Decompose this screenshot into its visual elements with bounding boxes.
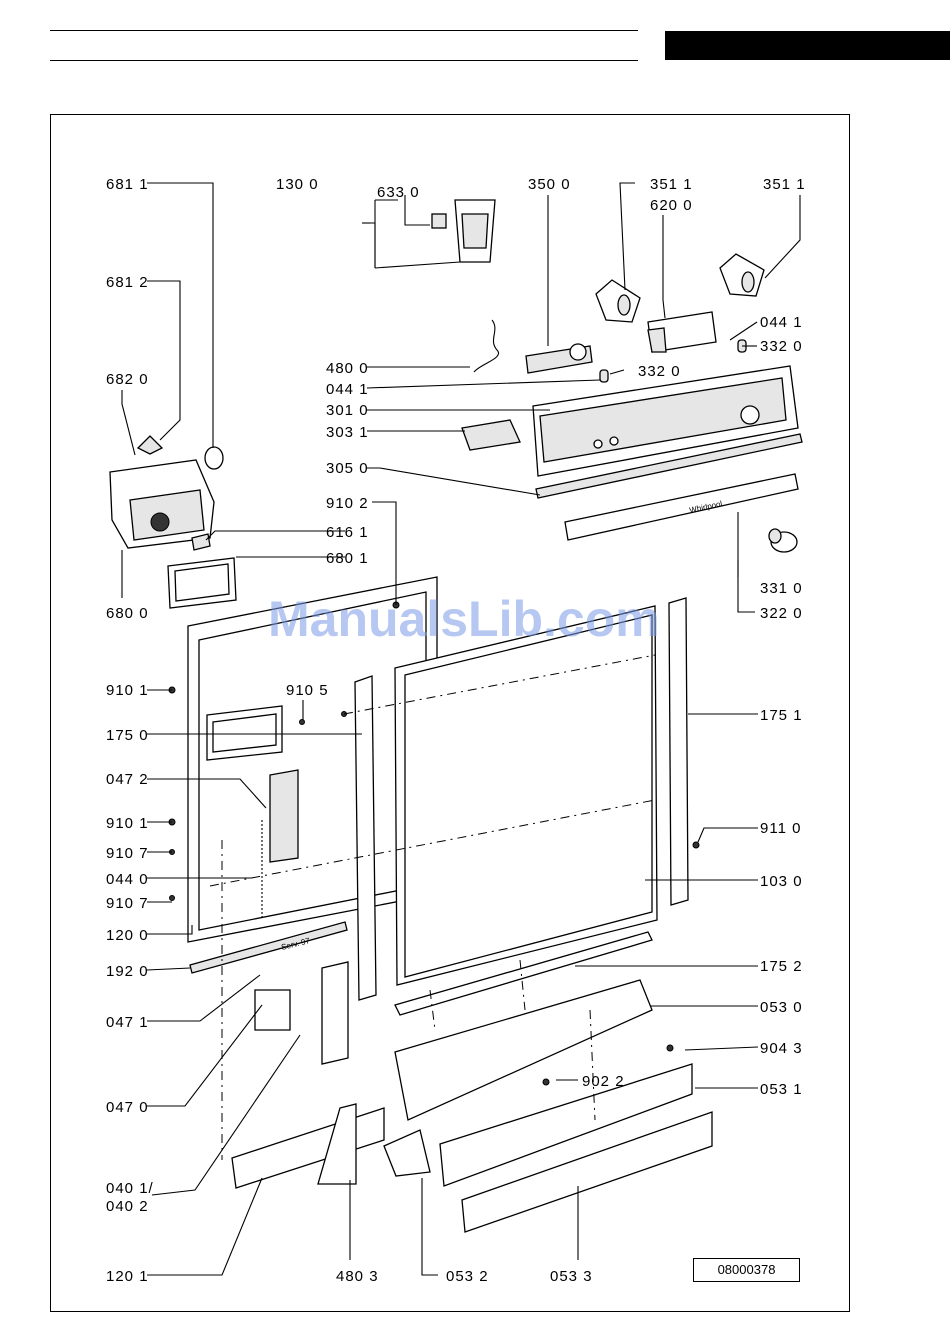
part-labels: 681 1 130 0 633 0 350 0 351 1 620 0 351 …	[106, 176, 806, 1285]
label-044-0: 044 0	[106, 871, 149, 888]
header-rule-top	[50, 30, 638, 31]
bottom-seal	[394, 931, 653, 1016]
dispenser-plug	[204, 446, 224, 470]
label-040-2: 040 2	[106, 1198, 149, 1215]
mounting-bracket	[317, 1103, 357, 1185]
label-332-0-a: 332 0	[760, 338, 803, 355]
detergent-dispenser	[109, 459, 215, 549]
label-911-0: 911 0	[760, 820, 801, 837]
diagram-frame	[50, 114, 850, 1312]
door-latch	[431, 199, 496, 263]
label-904-3: 904 3	[760, 1040, 803, 1057]
label-120-0: 120 0	[106, 927, 149, 944]
dispenser-clip	[191, 533, 211, 551]
drawing-code-box: 08000378	[693, 1258, 800, 1282]
electronic-board	[647, 311, 717, 353]
switch-detail-b	[719, 253, 765, 297]
label-633-0: 633 0	[377, 184, 420, 201]
label-680-1: 680 1	[326, 550, 369, 567]
drawing-code: 08000378	[717, 1262, 776, 1277]
label-175-0: 175 0	[106, 727, 149, 744]
label-301-0: 301 0	[326, 402, 369, 419]
leader-lines	[121, 182, 801, 1276]
label-682-0: 682 0	[106, 371, 149, 388]
label-044-1-a: 044 1	[760, 314, 803, 331]
label-303-1: 303 1	[326, 424, 369, 441]
label-047-1: 047 1	[106, 1014, 149, 1031]
switch-detail-a	[595, 279, 641, 323]
toe-kick-lower	[461, 1111, 713, 1233]
label-305-0: 305 0	[326, 460, 369, 477]
label-053-3: 053 3	[550, 1268, 593, 1285]
bottom-profile	[189, 921, 348, 974]
label-047-0: 047 0	[106, 1099, 149, 1116]
label-902-2: 902 2	[582, 1073, 625, 1090]
label-175-2: 175 2	[760, 958, 803, 975]
label-910-1-a: 910 1	[106, 682, 149, 699]
label-350-0: 350 0	[528, 176, 571, 193]
label-040-1: 040 1/	[106, 1180, 154, 1197]
label-130-0: 130 0	[276, 176, 319, 193]
label-331-0: 331 0	[760, 580, 803, 597]
outer-door-panel	[394, 605, 658, 986]
label-681-2: 681 2	[106, 274, 149, 291]
wire-harness	[473, 319, 500, 373]
label-620-0: 620 0	[650, 197, 693, 214]
hinge-bracket	[254, 989, 291, 1031]
handle	[461, 419, 521, 451]
label-351-1-a: 351 1	[650, 176, 693, 193]
label-910-1-b: 910 1	[106, 815, 149, 832]
side-bracket	[383, 1129, 431, 1177]
label-053-1: 053 1	[760, 1081, 803, 1098]
dispenser-gasket	[167, 557, 237, 609]
dispenser-cover-piece	[136, 435, 164, 455]
control-panel	[532, 365, 799, 477]
watermark: ManualsLib.com	[268, 591, 660, 647]
label-680-0: 680 0	[106, 605, 149, 622]
label-053-2: 053 2	[446, 1268, 489, 1285]
label-044-1-b: 044 1	[326, 381, 369, 398]
hinge-plate	[321, 961, 349, 1065]
label-910-5: 910 5	[286, 682, 329, 699]
section-tab	[665, 31, 950, 60]
label-332-0-b: 332 0	[638, 363, 681, 380]
label-910-7-a: 910 7	[106, 845, 149, 862]
indicator-lamp-a	[599, 369, 609, 383]
toe-kick-cover	[439, 1063, 693, 1187]
base-plate	[231, 1107, 385, 1189]
label-480-0: 480 0	[326, 360, 369, 377]
selector-module	[525, 343, 593, 374]
label-910-7-b: 910 7	[106, 895, 149, 912]
toe-kick-bracket	[394, 979, 653, 1121]
label-053-0: 053 0	[760, 999, 803, 1016]
knob	[768, 528, 798, 553]
label-910-2: 910 2	[326, 495, 369, 512]
label-351-1-b: 351 1	[763, 176, 806, 193]
label-322-0: 322 0	[760, 605, 803, 622]
label-681-1: 681 1	[106, 176, 149, 193]
label-616-1: 616 1	[326, 524, 369, 541]
label-120-1: 120 1	[106, 1268, 149, 1285]
header-rule-bottom	[50, 60, 638, 61]
assembly-lines	[209, 654, 656, 1160]
label-480-3: 480 3	[336, 1268, 379, 1285]
label-175-1: 175 1	[760, 707, 803, 724]
side-trim-right	[668, 597, 689, 906]
side-trim-left	[354, 675, 377, 1001]
label-047-2: 047 2	[106, 771, 149, 788]
label-103-0: 103 0	[760, 873, 803, 890]
label-192-0: 192 0	[106, 963, 149, 980]
